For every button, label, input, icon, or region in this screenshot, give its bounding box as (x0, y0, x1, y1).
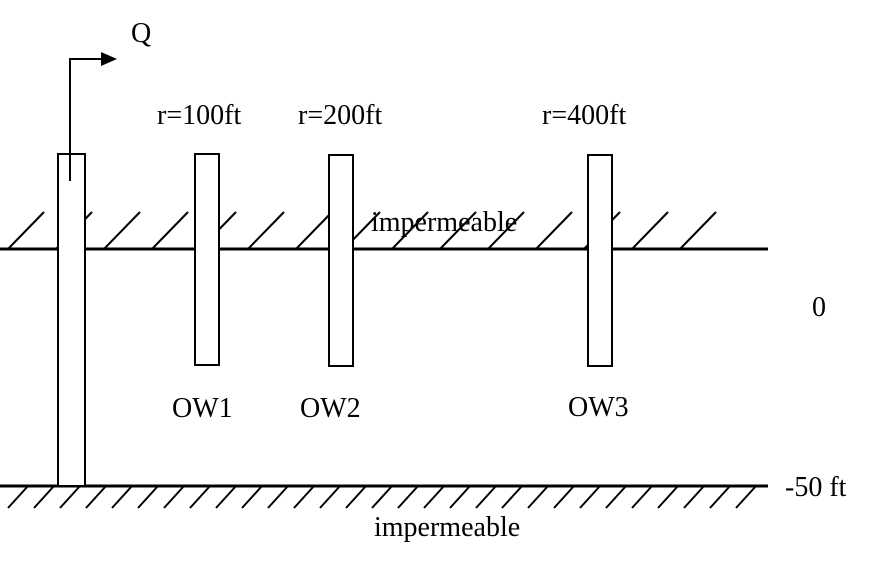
hatch-mark (103, 211, 141, 250)
observation-well-2 (328, 154, 354, 367)
radius-label-ow2: r=200ft (298, 100, 382, 131)
observation-well-1 (194, 153, 220, 366)
radius-label-ow1: r=100ft (157, 100, 241, 131)
hatch-mark (397, 485, 419, 509)
hatch-mark (553, 485, 575, 509)
discharge-arrow-icon (101, 52, 117, 66)
hatch-mark (267, 485, 289, 509)
radius-label-ow3: r=400ft (542, 100, 626, 131)
hatch-mark (371, 485, 393, 509)
hatch-mark (345, 485, 367, 509)
hatch-mark (241, 485, 263, 509)
hatch-mark (527, 485, 549, 509)
hatch-mark (579, 485, 601, 509)
hatch-mark (475, 485, 497, 509)
hatch-mark (709, 485, 731, 509)
bottom-boundary-hatching (7, 485, 757, 509)
hatch-mark (163, 485, 185, 509)
hatch-mark (683, 485, 705, 509)
observation-well-3-label: OW3 (568, 392, 629, 423)
hatch-mark (111, 485, 133, 509)
depth-label-bottom: -50 ft (785, 472, 847, 503)
flow-label: Q (131, 18, 151, 49)
hatch-mark (189, 485, 211, 509)
bottom-impermeable-boundary (0, 484, 768, 509)
hatch-mark (679, 211, 717, 250)
observation-well-2-label: OW2 (300, 393, 361, 424)
hatch-mark (137, 485, 159, 509)
pumping-well-casing (57, 153, 86, 487)
hatch-mark (295, 211, 333, 250)
hatch-mark (631, 485, 653, 509)
hatch-mark (735, 485, 757, 509)
hatch-mark (423, 485, 445, 509)
top-impermeable-label: impermeable (371, 207, 517, 238)
hatch-mark (439, 211, 477, 250)
hatch-mark (33, 485, 55, 509)
hatch-mark (605, 485, 627, 509)
discharge-pipe (69, 58, 103, 181)
bottom-impermeable-label: impermeable (374, 512, 520, 543)
hatch-mark (151, 211, 189, 250)
hatch-mark (293, 485, 315, 509)
hatch-mark (215, 485, 237, 509)
hatch-mark (487, 211, 525, 250)
pumping-well (57, 52, 117, 487)
observation-well-3 (587, 154, 613, 367)
hatch-mark (59, 485, 81, 509)
hatch-mark (449, 485, 471, 509)
hatch-mark (631, 211, 669, 250)
depth-label-top: 0 (812, 292, 826, 323)
hatch-mark (535, 211, 573, 250)
hatch-mark (501, 485, 523, 509)
hatch-mark (319, 485, 341, 509)
hatch-mark (85, 485, 107, 509)
hatch-mark (247, 211, 285, 250)
hatch-mark (391, 211, 429, 250)
hatch-mark (7, 211, 45, 250)
observation-well-1-label: OW1 (172, 393, 233, 424)
hatch-mark (7, 485, 29, 509)
hatch-mark (657, 485, 679, 509)
